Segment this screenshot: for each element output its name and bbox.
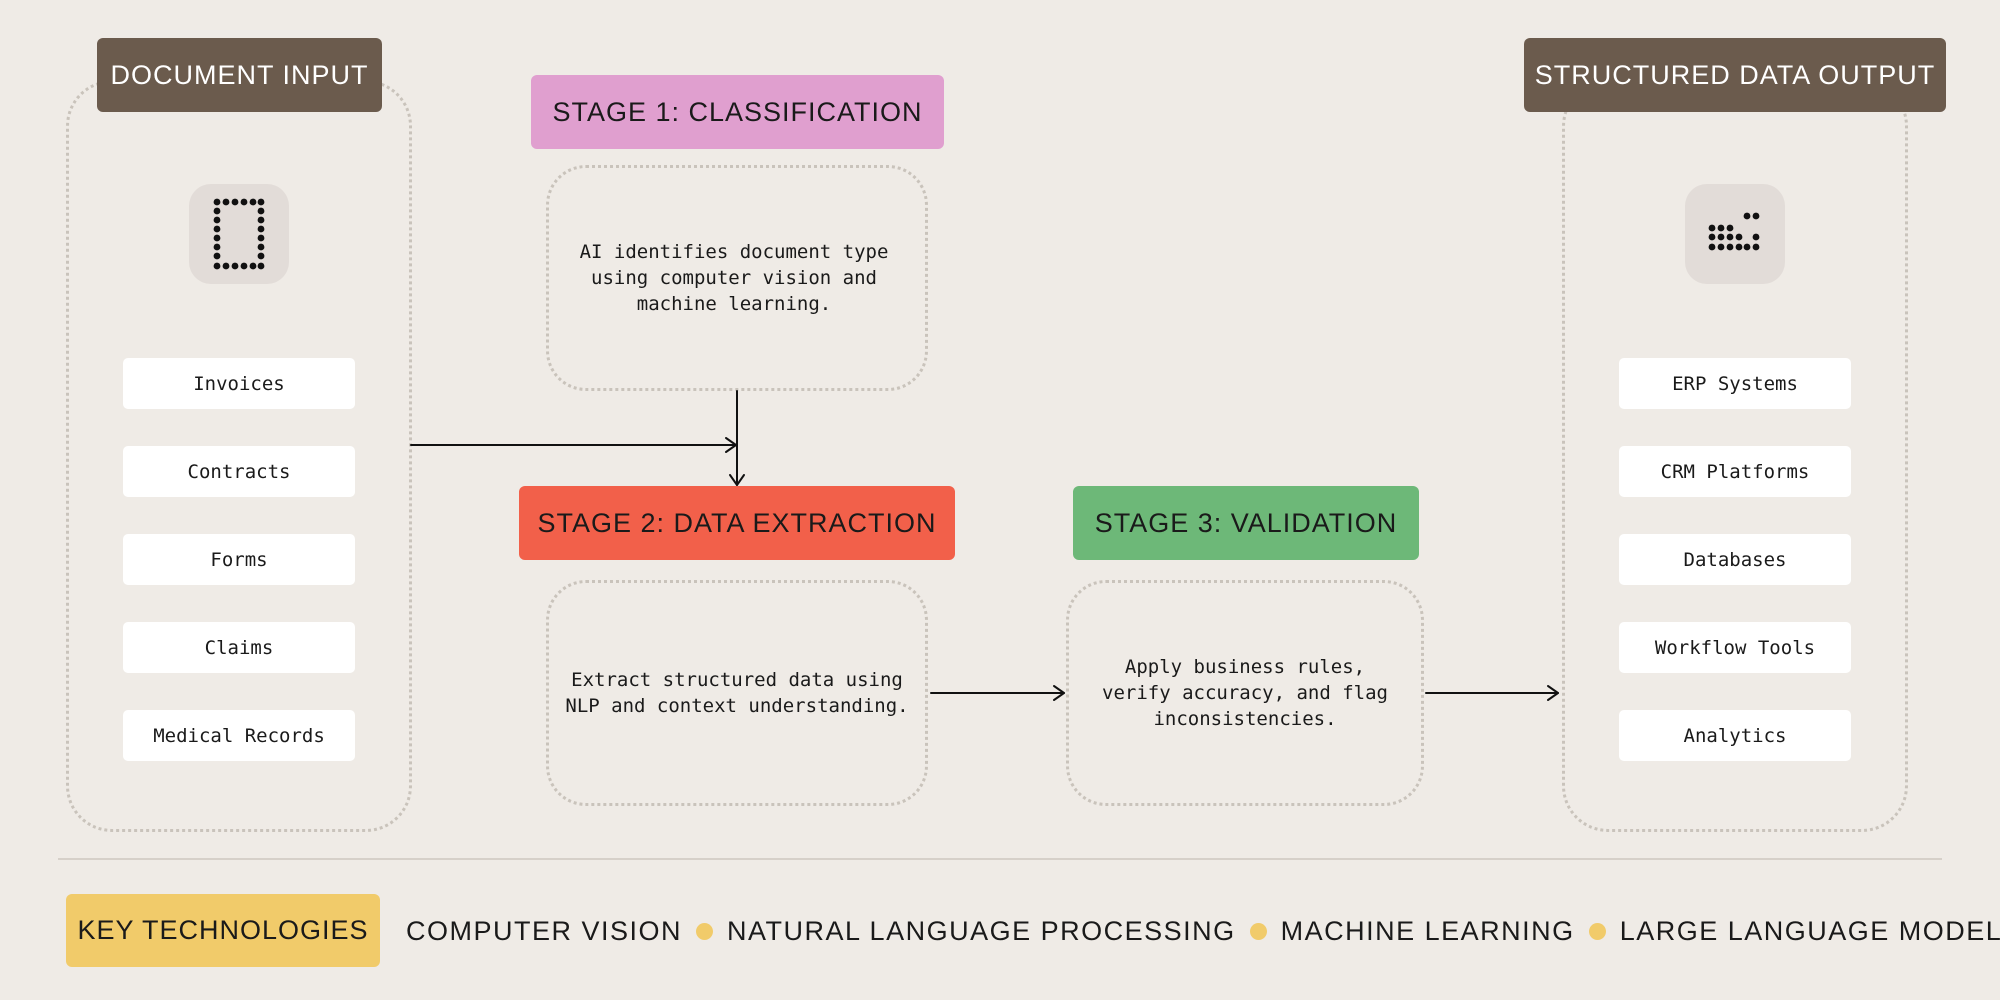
stage2-title: STAGE 2: DATA EXTRACTION <box>519 486 955 560</box>
input-item-claims: Claims <box>123 622 355 673</box>
output-item-workflow-tools: Workflow Tools <box>1619 622 1851 673</box>
separator-dot-icon <box>1588 922 1606 940</box>
stage1-panel <box>546 165 928 391</box>
technology-list: COMPUTER VISION NATURAL LANGUAGE PROCESS… <box>406 908 2000 954</box>
input-title: DOCUMENT INPUT <box>97 38 382 112</box>
data-grid-icon <box>1685 184 1785 284</box>
separator-dot-icon <box>696 922 714 940</box>
stage2-to-stage3-arrow <box>930 685 1065 701</box>
input-item-forms: Forms <box>123 534 355 585</box>
output-title: STRUCTURED DATA OUTPUT <box>1524 38 1946 112</box>
tech-computer-vision: COMPUTER VISION <box>406 915 683 946</box>
output-item-analytics: Analytics <box>1619 710 1851 761</box>
stage3-description: Apply business rules, verify accuracy, a… <box>1102 656 1388 730</box>
output-item-crm-platforms: CRM Platforms <box>1619 446 1851 497</box>
input-to-stage2-arrow <box>410 437 737 453</box>
document-icon-glyph <box>213 198 265 270</box>
output-item-databases: Databases <box>1619 534 1851 585</box>
stage1-description: AI identifies document type using comput… <box>579 241 889 315</box>
stage3-panel <box>1066 580 1424 806</box>
separator-dot-icon <box>1249 922 1267 940</box>
footer-divider <box>58 858 1942 860</box>
key-technologies-label: KEY TECHNOLOGIES <box>66 894 380 967</box>
input-item-invoices: Invoices <box>123 358 355 409</box>
input-item-medical-records: Medical Records <box>123 710 355 761</box>
data-grid-icon-glyph <box>1708 212 1760 251</box>
document-icon <box>189 184 289 284</box>
stage1-to-stage2-arrow <box>729 390 745 486</box>
stage3-to-output-arrow <box>1425 685 1559 701</box>
output-item-erp-systems: ERP Systems <box>1619 358 1851 409</box>
tech-machine-learning: MACHINE LEARNING <box>1280 915 1575 946</box>
stage2-panel <box>546 580 928 806</box>
tech-large-language-models: LARGE LANGUAGE MODELS <box>1619 915 2000 946</box>
stage2-description: Extract structured data using NLP and co… <box>565 669 909 717</box>
stage1-title: STAGE 1: CLASSIFICATION <box>531 75 944 149</box>
stage3-title: STAGE 3: VALIDATION <box>1073 486 1419 560</box>
input-item-contracts: Contracts <box>123 446 355 497</box>
tech-natural-language-processing: NATURAL LANGUAGE PROCESSING <box>727 915 1236 946</box>
